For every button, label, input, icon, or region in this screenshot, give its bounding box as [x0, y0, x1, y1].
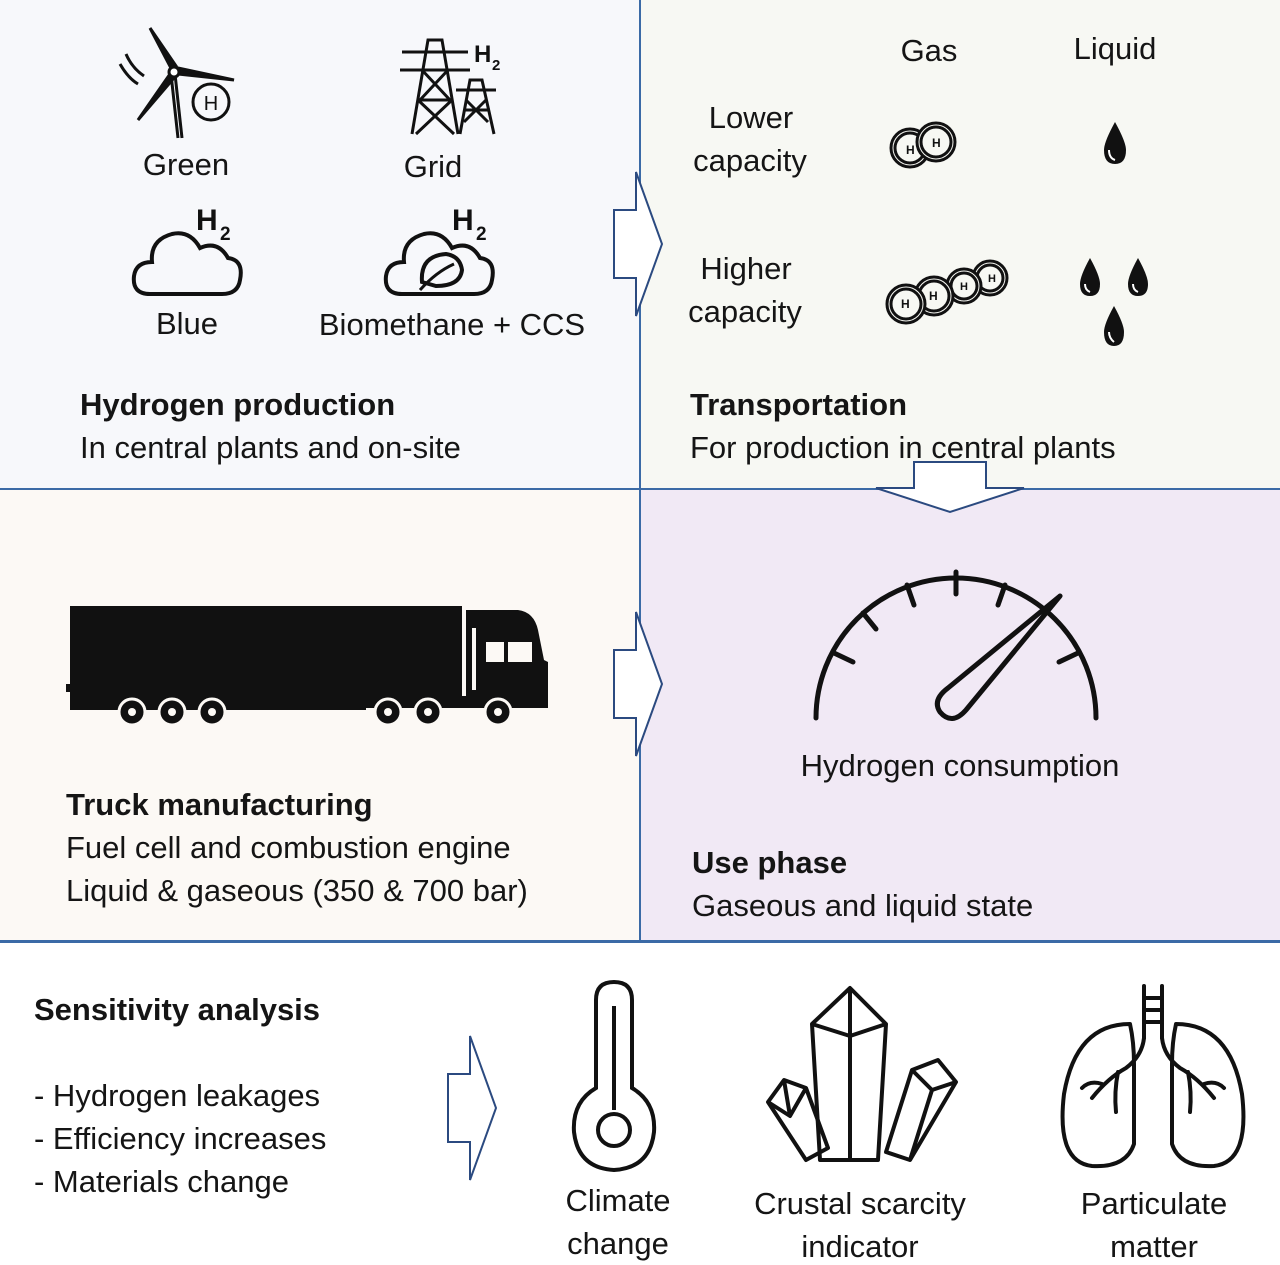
arrow-down-icon — [875, 461, 1025, 514]
svg-text:H: H — [988, 273, 996, 285]
truck-line-1: Fuel cell and combustion engine — [66, 830, 511, 865]
particulate-matter-label-1: Particulate — [1080, 1186, 1228, 1221]
svg-text:H: H — [901, 297, 910, 311]
transport-title: Transportation — [690, 387, 908, 422]
truck-manufacturing-panel — [0, 489, 640, 941]
lower-row-label-1: Lower — [708, 100, 794, 135]
arrow-right-icon — [447, 1035, 498, 1181]
arrow-right-icon — [613, 611, 664, 757]
svg-text:2: 2 — [492, 57, 500, 74]
svg-text:H: H — [960, 281, 968, 293]
higher-row-label-2: capacity — [688, 294, 802, 329]
svg-text:H: H — [474, 41, 491, 68]
gauge-icon — [813, 569, 1099, 721]
liquid-drop-icon — [1104, 122, 1126, 164]
truck-title: Truck manufacturing — [66, 787, 373, 822]
bottom-horizontal-divider — [0, 940, 1280, 943]
biomethane-ccs-label: Biomethane + CCS — [318, 307, 586, 342]
sensitivity-analysis-panel — [0, 941, 1280, 1264]
lower-row-label-2: capacity — [693, 143, 807, 178]
svg-text:H: H — [929, 289, 938, 303]
svg-text:H: H — [196, 204, 218, 237]
transport-subtitle: For production in central plants — [690, 430, 1116, 465]
production-subtitle: In central plants and on-site — [80, 430, 461, 465]
h2-label: H — [204, 93, 218, 115]
svg-text:2: 2 — [220, 224, 231, 245]
crustal-scarcity-label-1: Crustal scarcity — [754, 1186, 966, 1221]
crystal-icon — [766, 986, 958, 1162]
use-phase-title: Use phase — [692, 845, 848, 880]
truck-line-2: Liquid & gaseous (350 & 700 bar) — [66, 873, 528, 908]
liquid-drops-icon — [1080, 258, 1148, 346]
sensitivity-item-1: - Hydrogen leakages — [34, 1078, 321, 1113]
svg-text:H: H — [932, 136, 941, 150]
particulate-matter-label-2: matter — [1110, 1229, 1198, 1264]
climate-change-label-2: change — [567, 1226, 669, 1261]
thermometer-icon — [571, 979, 657, 1173]
liquid-column-header: Liquid — [1073, 31, 1157, 66]
crustal-scarcity-label-2: indicator — [801, 1229, 919, 1264]
higher-row-label-1: Higher — [700, 251, 792, 286]
cloud-icon: H 2 — [131, 204, 243, 296]
sensitivity-item-3: - Materials change — [34, 1164, 290, 1199]
climate-change-label-1: Climate — [565, 1183, 671, 1218]
blue-label: Blue — [155, 306, 219, 341]
arrow-right-icon — [613, 171, 664, 317]
production-title: Hydrogen production — [80, 387, 396, 422]
truck-icon — [66, 606, 548, 727]
lungs-icon — [1060, 984, 1246, 1169]
hydrogen-production-panel — [0, 0, 640, 489]
svg-text:H: H — [906, 143, 915, 157]
middle-horizontal-divider — [0, 488, 1280, 490]
power-tower-icon: H 2 — [400, 38, 500, 136]
svg-text:H: H — [452, 204, 474, 237]
grid-label: Grid — [403, 149, 463, 184]
hydrogen-molecules-icon: H H H H — [885, 259, 1009, 325]
svg-text:2: 2 — [476, 224, 487, 245]
gauge-label: Hydrogen consumption — [800, 748, 1120, 783]
green-label: Green — [142, 147, 230, 182]
vertical-divider — [639, 0, 641, 941]
wind-turbine-icon: H — [118, 27, 235, 139]
sensitivity-title: Sensitivity analysis — [34, 992, 321, 1027]
biomethane-cloud-icon: H 2 — [383, 204, 495, 296]
transportation-panel — [640, 0, 1280, 489]
gas-column-header: Gas — [900, 33, 958, 68]
hydrogen-molecule-icon: H H — [889, 121, 957, 169]
sensitivity-item-2: - Efficiency increases — [34, 1121, 327, 1156]
use-phase-subtitle: Gaseous and liquid state — [692, 888, 1034, 923]
